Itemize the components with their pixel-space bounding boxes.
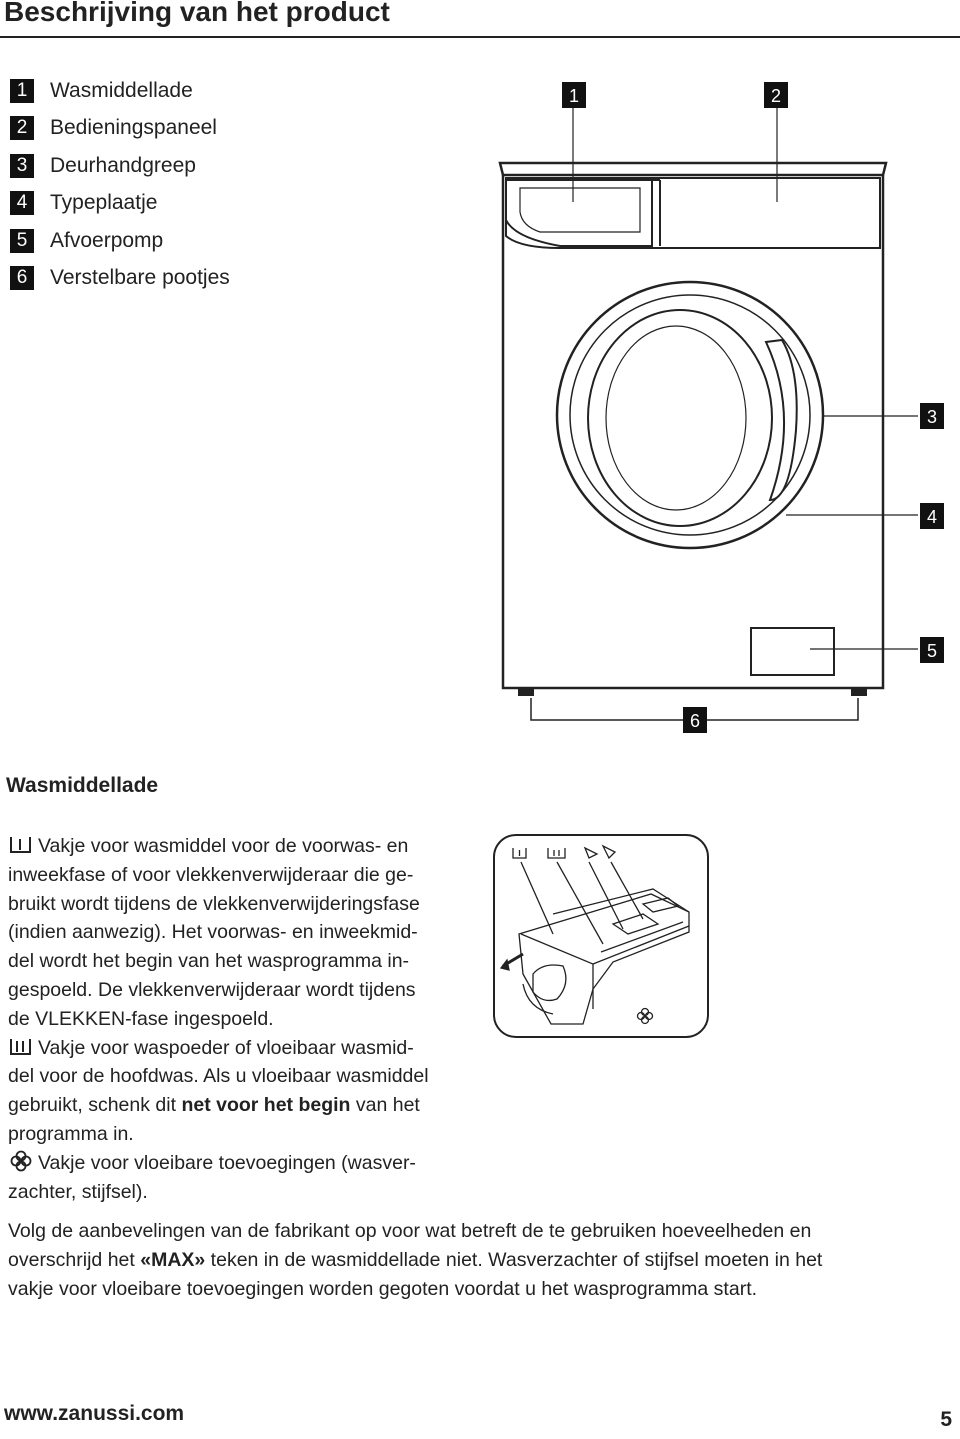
machine-body xyxy=(501,175,885,690)
legend-item: 3 Deurhandgreep xyxy=(10,147,230,185)
max-mark-text: «MAX» xyxy=(140,1248,206,1271)
mainwash-compartment-icon xyxy=(10,1038,31,1055)
control-panel xyxy=(505,177,881,249)
washing-machine-diagram: 1 2 3 4 5 6 xyxy=(498,82,944,733)
text-line: de VLEKKEN-fase ingespoeld. xyxy=(8,1007,274,1030)
parts-legend: 1 Wasmiddellade 2 Bedieningspaneel 3 Deu… xyxy=(10,72,230,297)
callout-3: 3 xyxy=(927,407,937,427)
text-line: del voor de hoofdwas. Als u vloeibaar wa… xyxy=(8,1065,429,1088)
text-line: Vakje voor waspoeder of vloeibaar wasmid… xyxy=(38,1036,414,1059)
text-segment: van het xyxy=(350,1094,420,1117)
number-badge: 1 xyxy=(10,78,34,103)
footer-website-link[interactable]: www.zanussi.com xyxy=(4,1402,185,1425)
text-segment: gebruikt, schenk dit xyxy=(8,1094,182,1117)
drawer-description: Vakje voor wasmiddel voor de voorwas- en… xyxy=(8,832,478,1206)
detergent-drawer xyxy=(505,179,653,247)
text-line: zachter, stijfsel). xyxy=(8,1180,148,1203)
callout-4: 4 xyxy=(927,507,937,527)
legend-item: 2 Bedieningspaneel xyxy=(10,110,230,148)
title-divider xyxy=(0,36,960,38)
foot-right xyxy=(851,687,867,696)
door-glass xyxy=(587,309,773,527)
drawer-illustration xyxy=(493,834,709,1038)
legend-label: Verstelbare pootjes xyxy=(50,266,230,290)
text-line: vakje voor vloeibare toevoegingen worden… xyxy=(8,1277,758,1300)
text-line: Volg de aanbevelingen van de fabrikant o… xyxy=(8,1220,812,1242)
text-line: Vakje voor vloeibare toevoegingen (wasve… xyxy=(8,1149,478,1178)
text-line: Vakje voor wasmiddel voor de voorwas- en xyxy=(8,832,478,861)
legend-label: Bedieningspaneel xyxy=(50,116,217,140)
instruction-paragraph: Volg de aanbevelingen van de fabrikant o… xyxy=(8,1217,953,1303)
legend-item: 1 Wasmiddellade xyxy=(10,72,230,110)
prewash-compartment-icon xyxy=(10,837,31,853)
number-badge: 3 xyxy=(10,153,34,178)
text-line: Vakje voor waspoeder of vloeibaar wasmid… xyxy=(8,1034,478,1063)
machine-top xyxy=(498,161,888,177)
section-heading: Wasmiddellade xyxy=(6,774,159,797)
number-badge: 2 xyxy=(10,116,34,141)
text-line: overschrijd het «MAX» teken in de wasmid… xyxy=(8,1246,953,1275)
text-segment: teken in de wasmiddellade niet. Wasverza… xyxy=(205,1248,823,1271)
softener-flower-icon xyxy=(10,1150,32,1172)
number-badge: 4 xyxy=(10,191,34,216)
text-line: programma in. xyxy=(8,1122,134,1145)
page-title: Beschrijving van het product xyxy=(4,0,390,27)
text-line: inweekfase of voor vlekkenverwijderaar d… xyxy=(8,863,414,886)
callout-5: 5 xyxy=(927,641,937,661)
legend-label: Wasmiddellade xyxy=(50,78,193,102)
foot-left xyxy=(518,687,534,696)
legend-item: 6 Verstelbare pootjes xyxy=(10,260,230,298)
number-badge: 5 xyxy=(10,228,34,253)
emphasis-text: net voor het begin xyxy=(181,1094,351,1117)
legend-label: Deurhandgreep xyxy=(50,153,196,177)
legend-item: 5 Afvoerpomp xyxy=(10,222,230,260)
text-line: Vakje voor wasmiddel voor de voorwas- en xyxy=(38,835,409,857)
pump-cover xyxy=(750,627,835,676)
text-line: Vakje voor vloeibare toevoegingen (wasve… xyxy=(38,1151,416,1174)
legend-label: Typeplaatje xyxy=(50,191,158,215)
callout-6: 6 xyxy=(690,711,700,731)
number-badge: 6 xyxy=(10,266,34,291)
door-handle xyxy=(764,338,798,502)
legend-item: 4 Typeplaatje xyxy=(10,185,230,223)
text-line: del wordt het begin van het wasprogramma… xyxy=(8,950,410,973)
callout-1: 1 xyxy=(569,86,579,106)
text-line: gebruikt, schenk dit net voor het begin … xyxy=(8,1091,478,1120)
text-line: bruikt wordt tijdens de vlekkenverwijder… xyxy=(8,892,420,915)
text-line: (indien aanwezig). Het voorwas- en inwee… xyxy=(8,921,418,944)
legend-label: Afvoerpomp xyxy=(50,228,164,252)
page-number: 5 xyxy=(940,1408,952,1431)
door-outer xyxy=(555,280,825,550)
text-segment: overschrijd het xyxy=(8,1248,141,1271)
callout-2: 2 xyxy=(771,86,781,106)
text-line: gespoeld. De vlekkenverwijderaar wordt t… xyxy=(8,978,416,1001)
